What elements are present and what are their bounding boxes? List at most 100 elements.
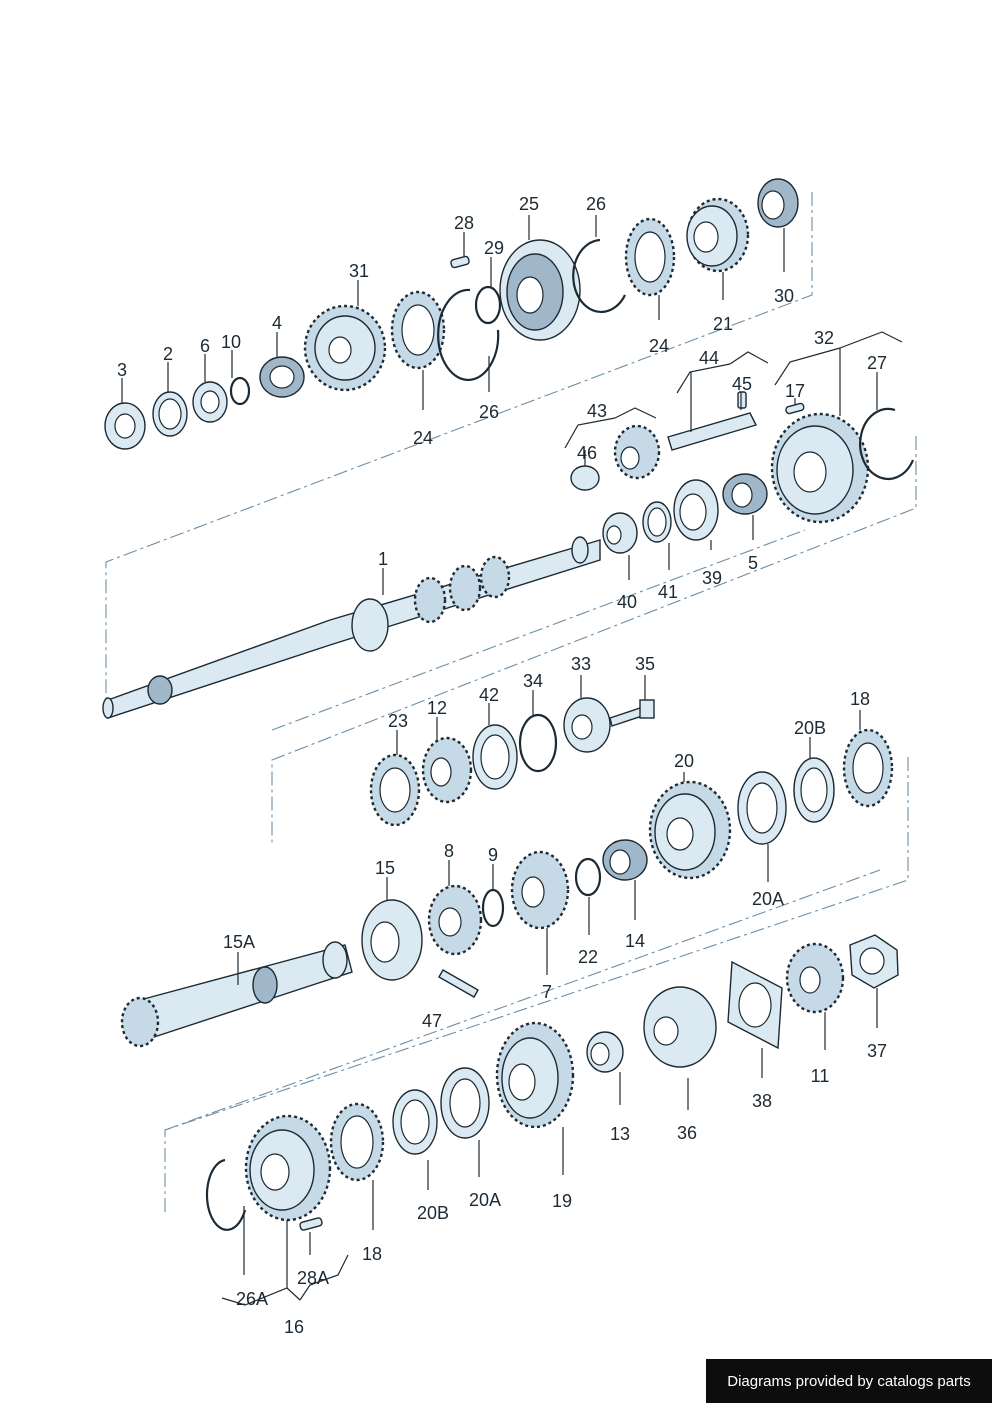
callout-12: 12 [427,698,447,718]
callout-5: 5 [748,553,758,573]
part-26-circlip-right [572,238,626,314]
part-19-gear [495,1021,575,1129]
part-30-needle-bearing [757,178,799,228]
callout-33: 33 [571,654,591,674]
part-41-ring [642,501,672,543]
part-6-needle-bearing [192,381,228,423]
callout-44: 44 [699,348,719,368]
part-45-pin [737,391,747,409]
callout-14: 14 [625,931,645,951]
part-26A-circlip [205,1158,247,1231]
part-34-circlip [518,713,558,773]
callout-2: 2 [163,344,173,364]
part-4-needle-cage [259,356,305,398]
callout-15: 15 [375,858,395,878]
part-36-bearing-cone [643,986,717,1068]
callout-7: 7 [542,982,552,1002]
part-40-bearing [602,512,638,554]
part-20A-synchro-ring-lower [440,1067,490,1139]
part-23-synchro-ring [369,753,421,827]
callout-28: 28 [454,213,474,233]
part-7-gear [510,850,570,930]
callout-10: 10 [221,332,241,352]
callout-18: 18 [362,1244,382,1264]
part-42-ring [472,724,518,790]
callout-6: 6 [200,336,210,356]
part-18-synchro-ring-lower [329,1102,385,1182]
part-12-gear [421,736,473,804]
callout-13: 13 [610,1124,630,1144]
part-20B-synchro-ring-lower [392,1089,438,1155]
part-3-bearing-cone [104,402,146,450]
leader-lines [121,215,903,1306]
part-33-bearing [563,697,611,753]
callout-24: 24 [413,428,433,448]
part-28-key [450,255,470,269]
part-14-needle-bearing [602,839,648,881]
callout-39: 39 [702,568,722,588]
catalog-credit-text: Diagrams provided by catalogs parts [727,1372,971,1390]
part-20B-synchro-ring-upper [793,757,835,823]
callout-30: 30 [774,286,794,306]
part-39-bearing-race [673,479,719,541]
callout-38: 38 [752,1091,772,1111]
callout-41: 41 [658,582,678,602]
callout-20: 20 [674,751,694,771]
callout-26: 26 [479,402,499,422]
callout-46: 46 [577,443,597,463]
callout-26A: 26A [236,1289,268,1309]
callout-47: 47 [422,1011,442,1031]
part-43-small-gear [613,424,661,480]
callout-26: 26 [586,194,606,214]
part-28A-key [299,1217,323,1231]
part-20A-synchro-ring-upper [737,771,787,845]
part-37-nut [849,934,899,989]
part-18-synchro-ring-upper [842,728,894,808]
part-5-needle-bearing [722,473,768,515]
callout-43: 43 [587,401,607,421]
callout-28A: 28A [297,1268,329,1288]
callout-45: 45 [732,374,752,394]
callout-27: 27 [867,353,887,373]
part-35-bolt [609,699,655,727]
part-38-gasket-plate [727,960,783,1050]
catalog-credit-banner: Diagrams provided by catalogs parts [706,1359,992,1403]
callout-31: 31 [349,261,369,281]
callout-18: 18 [850,689,870,709]
callout-11: 11 [811,1066,830,1086]
part-1-main-shaft [102,536,601,719]
callout-23: 23 [388,711,408,731]
part-13-bushing [586,1031,624,1073]
callout-42: 42 [479,685,499,705]
callout-3: 3 [117,360,127,380]
part-21-gear [686,197,750,273]
callout-16: 16 [284,1317,304,1337]
part-26-circlip-upper [437,288,500,381]
part-46-spacer [570,465,600,491]
callout-8: 8 [444,841,454,861]
part-24-synchro-ring-upper-right [624,217,676,297]
part-16-synchro-assembly [244,1114,332,1222]
part-31-gear [303,304,387,392]
part-44-shaft [667,412,757,451]
callout-36: 36 [677,1123,697,1143]
part-25-synchro-hub-sleeve [499,239,581,341]
callout-22: 22 [578,947,598,967]
callout-19: 19 [552,1191,572,1211]
part-9-circlip [481,888,505,928]
callout-25: 25 [519,194,539,214]
part-2-bearing-race [152,391,188,437]
callout-34: 34 [523,671,543,691]
callout-37: 37 [867,1041,887,1061]
part-10-circlip [229,376,251,406]
part-17-key [785,402,805,415]
part-27-circlip [859,407,915,481]
part-8-gear [427,884,483,956]
callout-21: 21 [713,314,733,334]
callout-1: 1 [378,549,388,569]
part-47-pin [438,969,479,998]
callout-labels: 3 2 6 10 4 31 24 28 29 26 25 26 24 21 30… [117,194,887,1337]
callout-4: 4 [272,313,282,333]
callout-29: 29 [484,238,504,258]
